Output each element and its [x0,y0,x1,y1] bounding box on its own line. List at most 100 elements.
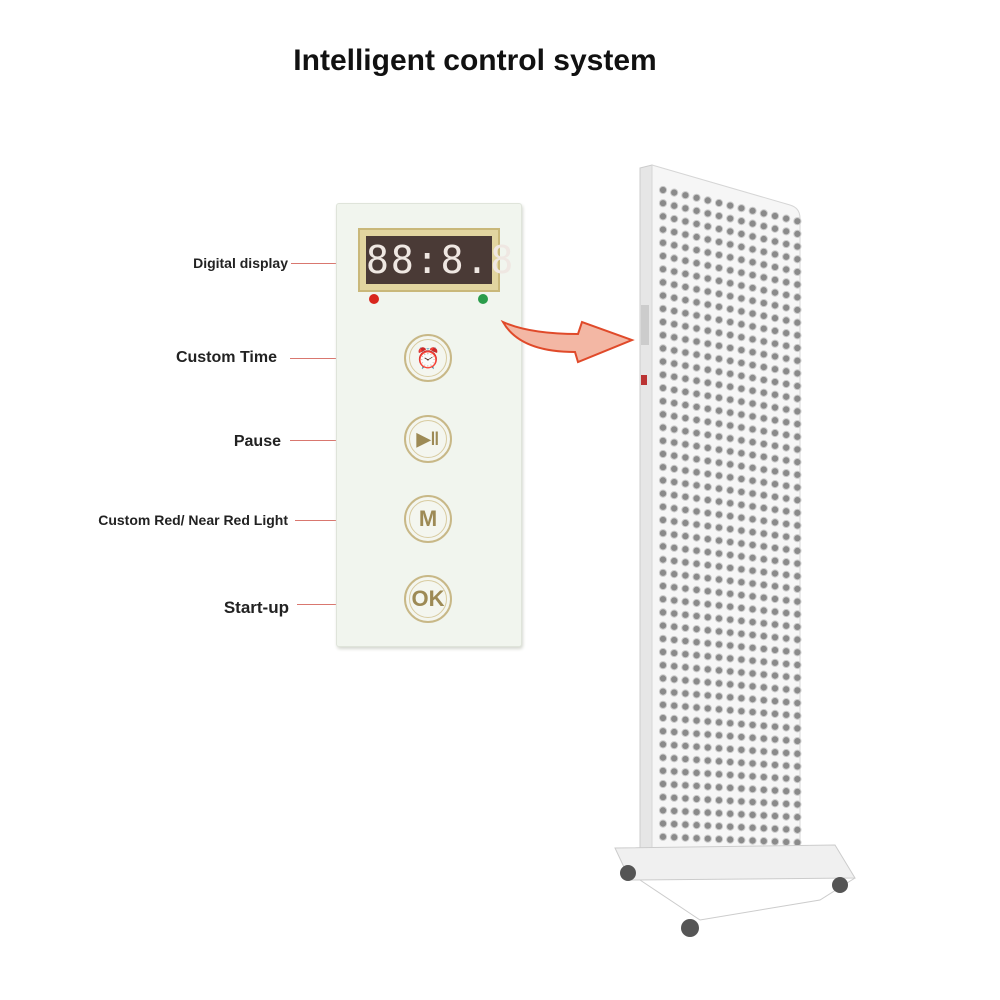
led-bulb [748,733,757,742]
led-bulb [692,664,701,673]
led-bulb [748,219,757,228]
led-bulb [793,597,802,606]
led-bulb [714,432,724,441]
led-bulb [782,481,791,490]
led-bulb [658,568,668,577]
pause-button[interactable]: ▶‖ [404,415,452,463]
led-bulb [703,561,712,570]
led-bulb [759,375,768,385]
led-bulb [703,769,712,778]
led-bulb [770,569,780,578]
led-bulb [658,727,668,736]
led-bulb [782,608,791,618]
led-bulb [748,643,757,652]
custom-time-button[interactable]: ⏰ [404,334,452,382]
led-bulb [670,688,679,697]
led-bulb [703,730,712,739]
mode-button[interactable]: M [404,495,452,543]
led-bulb [703,313,712,322]
led-bulb [703,508,712,518]
led-bulb [759,363,768,372]
led-bulb [703,391,712,400]
led-bulb [770,390,780,399]
led-bulb [692,807,701,817]
led-bulb [726,822,735,831]
led-bulb [759,350,768,359]
led-bulb [793,610,802,619]
ok-button[interactable]: OK [404,575,452,623]
led-bulb [748,502,757,511]
led-bulb [759,696,768,705]
led-bulb [793,229,802,238]
led-bulb [703,456,712,466]
led-bulb [703,834,712,843]
led-bulb [782,736,791,745]
led-bulb [670,293,679,302]
led-bulb [748,438,757,447]
led-bulb [770,275,780,284]
led-bulb [670,609,679,618]
led-bulb [658,832,668,841]
led-bulb [748,553,757,562]
led-bulb [726,667,735,676]
led-bulb [759,811,768,820]
led-bulb [737,784,746,793]
led-bulb [681,466,690,475]
led-bulb [681,807,690,816]
led-bulb [726,628,735,637]
led-bulb [737,487,746,497]
led-bulb [759,273,768,282]
led-bulb [737,616,746,625]
led-bulb [658,529,668,538]
led-bulb [737,758,746,767]
led-bulb [714,250,724,260]
led-bulb [782,278,791,287]
led-bulb [782,799,791,808]
led-bulb [714,809,724,818]
led-bulb [782,468,791,478]
led-bulb [726,214,735,223]
led-bulb [670,596,679,605]
led-bulb [681,663,690,672]
led-bulb [748,605,757,614]
led-bulb [737,397,746,406]
led-bulb [681,296,690,305]
led-bulb [726,460,735,469]
led-bulb [692,311,701,320]
led-bulb [726,201,735,210]
led-bulb [759,209,768,218]
led-bulb [782,634,791,643]
led-bulb [681,243,690,252]
led-bulb [748,720,757,730]
led-bulb [759,836,768,846]
led-bulb [737,462,746,471]
led-bulb [782,558,791,567]
led-bulb [658,581,668,591]
led-bulb [770,633,780,642]
led-bulb [759,222,768,231]
led-bulb [782,329,791,338]
led-bulb [748,322,757,331]
led-bulb [770,735,780,744]
led-bulb [759,414,768,423]
led-bulb [793,711,802,720]
led-bulb [714,653,724,662]
led-bulb [782,774,791,783]
led-bulb [759,798,768,807]
led-bulb [782,456,791,465]
led-bulb [670,280,679,289]
led-bulb [714,484,724,493]
led-bulb [737,823,746,832]
led-bulb [681,348,690,357]
led-bulb [703,613,712,622]
led-bulb [658,608,668,617]
led-bulb [714,237,724,247]
led-bulb [726,693,735,702]
led-bulb [692,742,701,751]
led-bulb [692,546,701,555]
led-bulb [748,450,757,460]
led-bulb [692,245,701,255]
led-bulb [748,515,757,524]
led-bulb [726,835,735,844]
digital-display: 88:8.8 [358,228,513,292]
